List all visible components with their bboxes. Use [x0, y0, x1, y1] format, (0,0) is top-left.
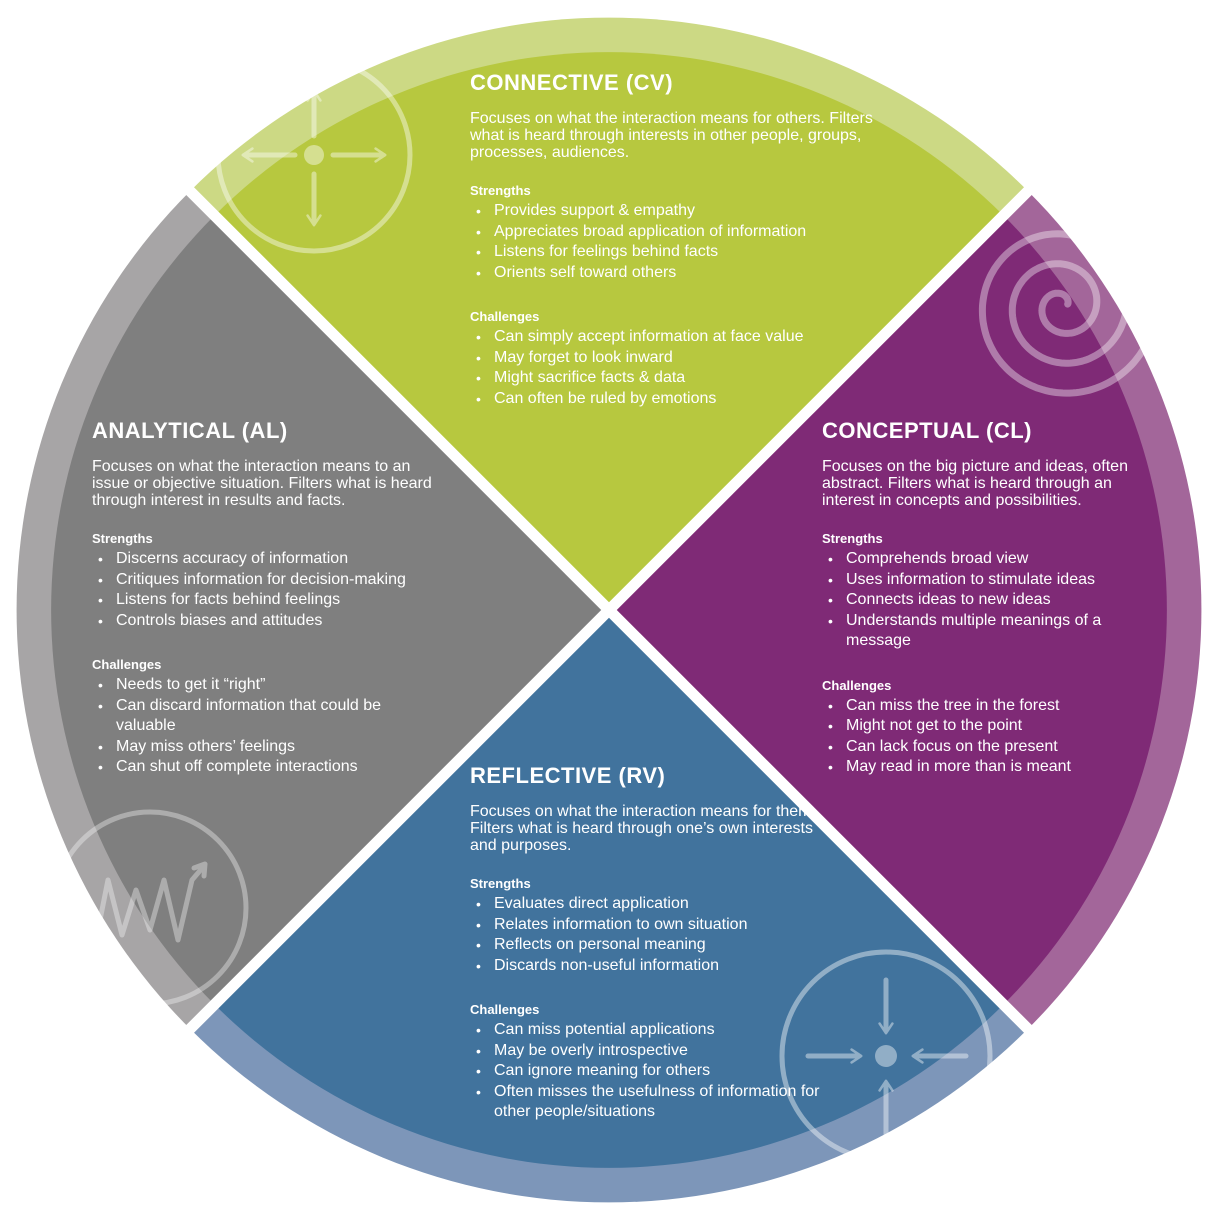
reflective-challenges-heading: Challenges [470, 1002, 540, 1017]
list-item: Appreciates broad application of informa… [470, 222, 890, 243]
analytical-strengths-heading: Strengths [92, 531, 153, 546]
analytical-challenges-heading: Challenges [92, 657, 162, 672]
list-item: Can simply accept information at face va… [470, 327, 890, 348]
connective-challenges-list: Can simply accept information at face va… [470, 327, 890, 409]
connective-strengths-heading: Strengths [470, 183, 531, 198]
list-item: Controls biases and attitudes [92, 611, 432, 632]
list-item: Might sacrifice facts & data [470, 368, 890, 389]
list-item: Relates information to own situation [470, 915, 820, 936]
list-item: Provides support & empathy [470, 201, 890, 222]
list-item: Reflects on personal meaning [470, 935, 820, 956]
list-item: Needs to get it “right” [92, 675, 432, 696]
list-item: Comprehends broad view [822, 549, 1142, 570]
list-item: Listens for feelings behind facts [470, 242, 890, 263]
connective-challenges-heading: Challenges [470, 309, 540, 324]
list-item: Can ignore meaning for others [470, 1061, 820, 1082]
list-item: Might not get to the point [822, 716, 1142, 737]
connective-strengths-list: Provides support & empathy Appreciates b… [470, 201, 890, 283]
reflective-strengths-list: Evaluates direct application Relates inf… [470, 894, 820, 976]
list-item: Can miss the tree in the forest [822, 696, 1142, 717]
conceptual-text-block: CONCEPTUAL (CL) Focuses on the big pictu… [822, 418, 1142, 804]
analytical-challenges-list: Needs to get it “right” Can discard info… [92, 675, 432, 778]
conceptual-challenges-heading: Challenges [822, 677, 892, 693]
list-item: Can lack focus on the present [822, 737, 1142, 758]
list-item: Discerns accuracy of information [92, 549, 432, 570]
conceptual-title: CONCEPTUAL (CL) [822, 418, 1032, 443]
reflective-challenges-list: Can miss potential applications May be o… [470, 1020, 820, 1123]
list-item: Can miss potential applications [470, 1020, 820, 1041]
reflective-strengths-heading: Strengths [470, 876, 531, 891]
list-item: Often misses the usefulness of informati… [470, 1082, 820, 1123]
reflective-text-block: REFLECTIVE (RV) Focuses on what the inte… [470, 763, 820, 1149]
list-item: Can discard information that could be va… [92, 696, 432, 737]
list-item: Understands multiple meanings of a messa… [822, 611, 1142, 652]
list-item: Can shut off complete interactions [92, 757, 432, 778]
list-item: Connects ideas to new ideas [822, 590, 1142, 611]
connective-title: CONNECTIVE (CV) [470, 70, 674, 95]
reflective-title: REFLECTIVE (RV) [470, 763, 666, 788]
conceptual-challenges-list: Can miss the tree in the forest Might no… [822, 696, 1142, 778]
zigzag-trend-icon [51, 809, 249, 1007]
divider-diagonal-b [156, 157, 1062, 1063]
connective-description: Focuses on what the interaction means fo… [470, 110, 873, 161]
list-item: May miss others’ feelings [92, 737, 432, 758]
list-item: Can often be ruled by emotions [470, 389, 890, 410]
analytical-strengths-list: Discerns accuracy of information Critiqu… [92, 549, 432, 631]
conceptual-description: Focuses on the big picture and ideas, of… [822, 458, 1128, 509]
list-item: Uses information to stimulate ideas [822, 570, 1142, 591]
reflective-description: Focuses on what the interaction means fo… [470, 803, 816, 854]
connective-text-block: CONNECTIVE (CV) Focuses on what the inte… [470, 70, 890, 435]
list-item: May be overly introspective [470, 1041, 820, 1062]
list-item: Listens for facts behind feelings [92, 590, 432, 611]
list-item: Critiques information for decision-makin… [92, 570, 432, 591]
list-item: Evaluates direct application [470, 894, 820, 915]
list-item: May forget to look inward [470, 348, 890, 369]
list-item: May read in more than is meant [822, 757, 1142, 778]
analytical-description: Focuses on what the interaction means to… [92, 458, 432, 509]
analytical-title: ANALYTICAL (AL) [92, 418, 288, 443]
conceptual-strengths-heading: Strengths [822, 531, 883, 546]
spiral-icon [978, 200, 1161, 397]
conceptual-strengths-list: Comprehends broad view Uses information … [822, 549, 1142, 652]
arrows-outward-icon [215, 56, 413, 254]
list-item: Orients self toward others [470, 263, 890, 284]
analytical-text-block: ANALYTICAL (AL) Focuses on what the inte… [92, 418, 432, 804]
list-item: Discards non-useful information [470, 956, 820, 977]
